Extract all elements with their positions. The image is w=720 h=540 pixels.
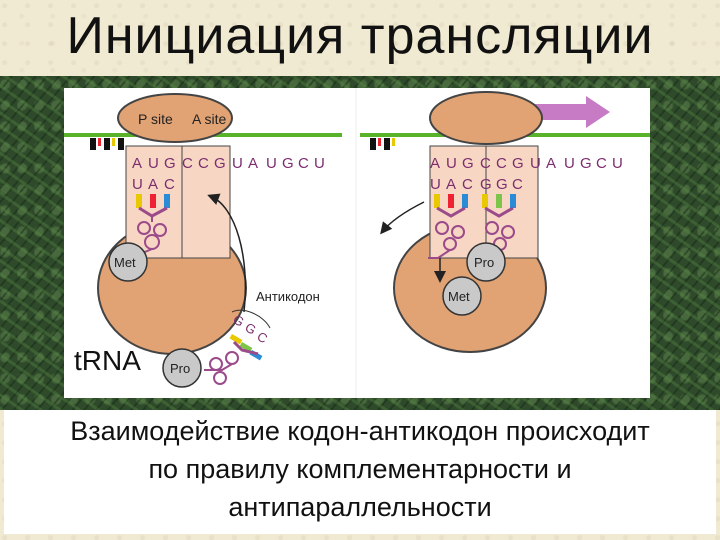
mrna-base: C: [198, 155, 209, 172]
mrna-base: C: [496, 155, 507, 172]
mrna-ticks-right: [370, 138, 395, 150]
mrna-base: C: [182, 155, 193, 172]
caption-line-3: антипараллельности: [228, 492, 492, 522]
mrna-base: C: [480, 155, 491, 172]
mrna-base: G: [164, 155, 176, 172]
mrna-base: A: [430, 155, 440, 172]
met-amino-acid-right: [442, 276, 482, 316]
mrna-base: U: [530, 155, 541, 172]
mrna-base: G: [580, 155, 592, 172]
ribosome-small-subunit-left: [117, 93, 233, 143]
incoming-anticodon-base: G: [243, 320, 259, 338]
mrna-codons-right: A U G C C G U A U G C U: [430, 155, 623, 172]
anticodons-right: U A C G G C: [430, 176, 523, 193]
slide-title: Инициация трансляции: [66, 7, 654, 65]
diagram-panel: P site A site A U G C C G U A U G C U: [64, 88, 650, 398]
mrna-base: U: [564, 155, 575, 172]
anticodon-left: U A C: [132, 176, 175, 193]
caption-line-2: по правилу комплементарности и: [148, 454, 572, 484]
site-label-a: A site: [192, 111, 226, 127]
caption-box: Взаимодействие кодон-антикодон происходи…: [4, 410, 716, 534]
mrna-base: A: [132, 155, 142, 172]
incoming-anticodon-base: C: [255, 329, 271, 347]
anticodon-base: U: [132, 176, 143, 193]
mrna-base: U: [232, 155, 243, 172]
arrow-to-a-site: [207, 193, 247, 313]
anticodon-label: Антикодон: [256, 289, 320, 304]
mrna-base: G: [282, 155, 294, 172]
anticodon-base: G: [496, 176, 508, 193]
pro-amino-acid-incoming: [162, 348, 202, 388]
caption-line-1: Взаимодействие кодон-антикодон происходи…: [70, 416, 650, 446]
right-panel: A U G C C G U A U G C U U A C G G C: [360, 91, 650, 353]
mrna-base: A: [248, 155, 258, 172]
pro-label-incoming: Pro: [170, 361, 190, 376]
mrna-base: G: [214, 155, 226, 172]
mrna-base: G: [512, 155, 524, 172]
a-site-area: [181, 145, 231, 259]
mrna-ticks-left: [90, 138, 124, 150]
mrna-base: U: [266, 155, 277, 172]
translation-diagram: P site A site A U G C C G U A U G C U: [64, 88, 650, 398]
mrna-base: G: [462, 155, 474, 172]
site-label-p: P site: [138, 111, 173, 127]
mrna-base: U: [446, 155, 457, 172]
mrna-base: A: [546, 155, 556, 172]
anticodon-base: C: [164, 176, 175, 193]
mrna-base: U: [314, 155, 325, 172]
anticodon-base: U: [430, 176, 441, 193]
mrna-base: C: [298, 155, 309, 172]
left-panel: P site A site A U G C C G U A U G C U: [64, 93, 342, 388]
anticodon-base: C: [512, 176, 523, 193]
anticodon-base: A: [446, 176, 456, 193]
anticodon-base: A: [148, 176, 158, 193]
met-label-left: Met: [114, 255, 136, 270]
trna-exit-arrow: [380, 201, 425, 235]
mrna-base: U: [148, 155, 159, 172]
pro-amino-acid-right: [466, 242, 506, 282]
mrna-base: C: [596, 155, 607, 172]
mrna-base: U: [612, 155, 623, 172]
pro-label-right: Pro: [474, 255, 494, 270]
mrna-codons-left: A U G C C G U A U G C U: [132, 155, 325, 172]
anticodon-base: C: [462, 176, 473, 193]
ribosome-small-subunit-right: [429, 91, 543, 145]
met-amino-acid-left: [108, 242, 148, 282]
trna-label: tRNA: [74, 345, 141, 376]
met-label-right: Met: [448, 289, 470, 304]
anticodon-base: G: [480, 176, 492, 193]
